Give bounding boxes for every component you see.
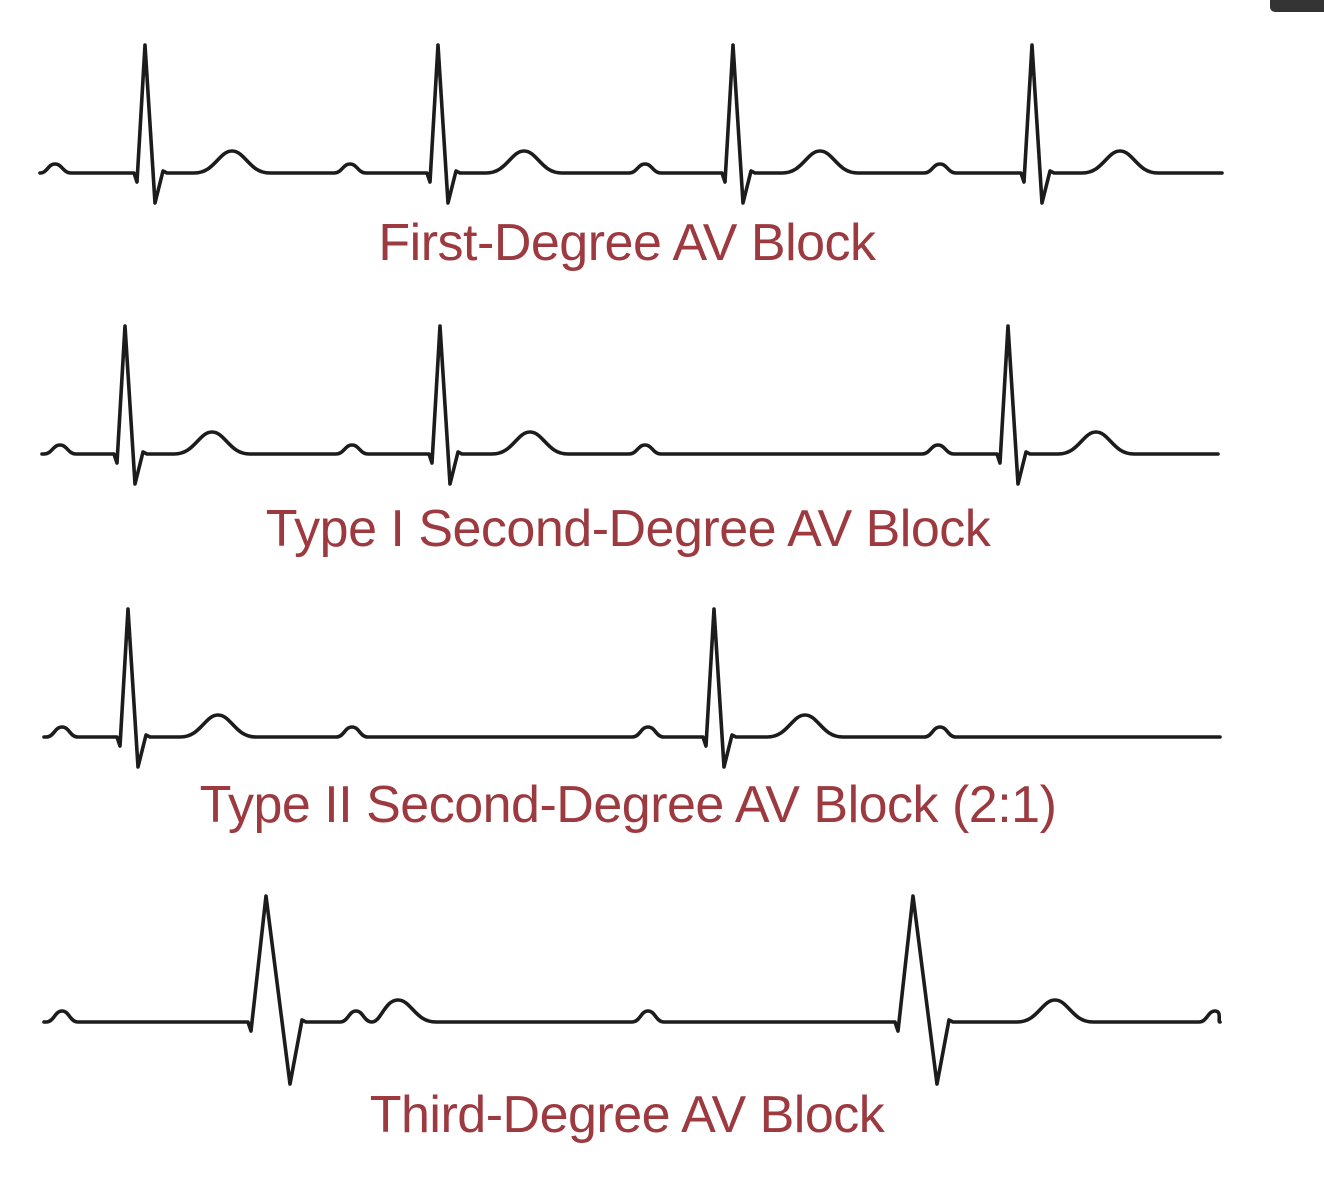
ecg-trace-type-1-second-degree [40,324,1220,486]
strip-type-1-second-degree: Type I Second-Degree AV Block [40,324,1220,558]
label-type-2-second-degree: Type II Second-Degree AV Block (2:1) [200,776,1057,834]
ecg-trace-third-degree [42,894,1222,1086]
label-third-degree: Third-Degree AV Block [370,1086,886,1144]
cropped-corner-mark [1270,0,1324,12]
strip-first-degree: First-Degree AV Block [38,43,1224,272]
strip-third-degree: Third-Degree AV Block [42,894,1222,1144]
strip-type-2-second-degree: Type II Second-Degree AV Block (2:1) [42,607,1222,834]
label-first-degree: First-Degree AV Block [378,214,877,272]
label-type-1-second-degree: Type I Second-Degree AV Block [266,500,992,558]
ecg-trace-first-degree [38,43,1224,205]
ecg-trace-type-2-second-degree [42,607,1222,769]
